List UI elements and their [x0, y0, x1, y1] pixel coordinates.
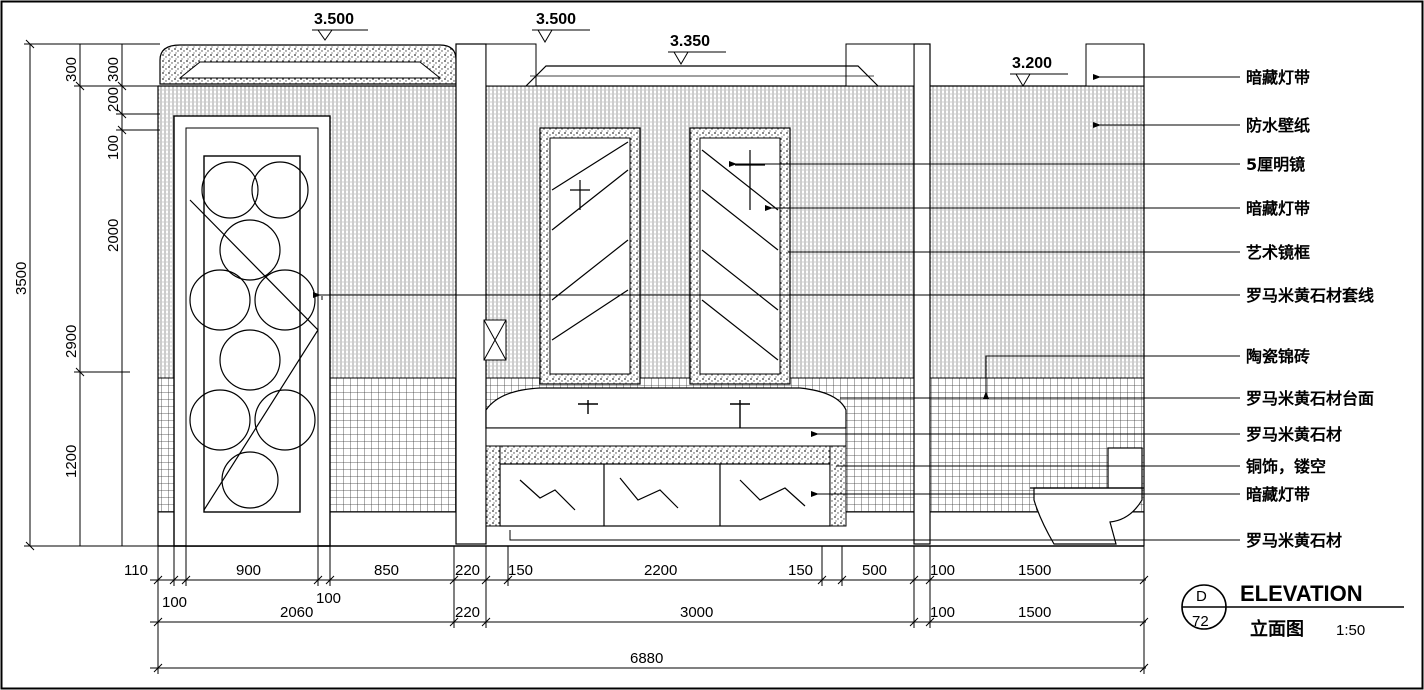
- callout-label: 防水壁纸: [1246, 116, 1310, 135]
- dim-width: 500: [862, 562, 887, 579]
- dim-width: 150: [508, 562, 533, 579]
- drawing-code: D: [1196, 588, 1207, 605]
- horizontal-dimensions: [150, 546, 1149, 674]
- dim-height: 100: [105, 135, 122, 160]
- dim-width: 850: [374, 562, 399, 579]
- level-markers: 3.500 3.500 3.350 3.200: [312, 11, 1068, 87]
- dim-width: 900: [236, 562, 261, 579]
- dim-width: 110: [124, 562, 148, 579]
- callout-label: 罗马米黄石材台面: [1246, 389, 1374, 408]
- level-label: 3.350: [670, 33, 710, 50]
- callout-label: 铜饰，镂空: [1246, 457, 1326, 476]
- callout-label: 罗马米黄石材: [1246, 531, 1342, 550]
- dim-width: 1500: [1018, 562, 1051, 579]
- callout-leaders: [313, 74, 1240, 541]
- dim-height: 300: [105, 57, 122, 82]
- dim-total-height: 3500: [13, 262, 30, 295]
- callout-label: 暗藏灯带: [1246, 485, 1310, 504]
- dim-width: 100: [930, 604, 955, 621]
- dim-width: 2060: [280, 604, 313, 621]
- dim-height: 2000: [105, 219, 122, 252]
- toilet: [1030, 447, 1144, 545]
- dim-total-width: 6880: [630, 650, 663, 667]
- callout-labels: 暗藏灯带 防水壁纸 5厘明镜 暗藏灯带 艺术镜框 罗马米黄石材套线 陶瓷锦砖 罗…: [1246, 68, 1374, 550]
- callout-label: 陶瓷锦砖: [1246, 347, 1310, 366]
- callout-label: 艺术镜框: [1246, 243, 1310, 262]
- dim-width: 100: [930, 562, 955, 579]
- mirror-right: [689, 127, 791, 385]
- level-label: 3.200: [1012, 55, 1052, 72]
- callout-label: 暗藏灯带: [1246, 199, 1310, 218]
- drawing-scale: 1:50: [1336, 622, 1365, 639]
- callout-label: 罗马米黄石材套线: [1246, 286, 1374, 305]
- column-right: [913, 43, 931, 545]
- dim-width: 100: [162, 594, 187, 611]
- dim-width: 100: [316, 590, 341, 607]
- mirror-left: [539, 127, 641, 385]
- dim-height: 2900: [63, 325, 80, 358]
- dim-height: 200: [105, 87, 122, 112]
- dim-width: 2200: [644, 562, 677, 579]
- callout-label: 5厘明镜: [1246, 155, 1305, 174]
- vertical-dimensions: [24, 39, 160, 551]
- door-lattice-panel: [203, 155, 301, 513]
- dim-width: 1500: [1018, 604, 1051, 621]
- drawing-subtitle: 立面图: [1250, 618, 1304, 640]
- dim-height: 300: [63, 57, 80, 82]
- dim-width: 3000: [680, 604, 713, 621]
- copper-openwork-band: [485, 445, 847, 465]
- dim-width: 150: [788, 562, 813, 579]
- vanity-countertop: [485, 387, 847, 429]
- dim-width: 220: [455, 562, 480, 579]
- callout-label: 暗藏灯带: [1246, 68, 1310, 87]
- dim-height: 1200: [63, 445, 80, 478]
- callout-label: 罗马米黄石材: [1246, 425, 1342, 444]
- column-left: [455, 43, 487, 545]
- sheet-number: 72: [1192, 613, 1209, 630]
- door-lattice-pattern: [189, 161, 319, 511]
- title-block: D 72 ELEVATION 立面图 1:50: [1181, 581, 1404, 640]
- dim-width: 220: [455, 604, 480, 621]
- level-label: 3.500: [314, 11, 354, 28]
- drawing-title: ELEVATION: [1240, 581, 1363, 606]
- level-label: 3.500: [536, 11, 576, 28]
